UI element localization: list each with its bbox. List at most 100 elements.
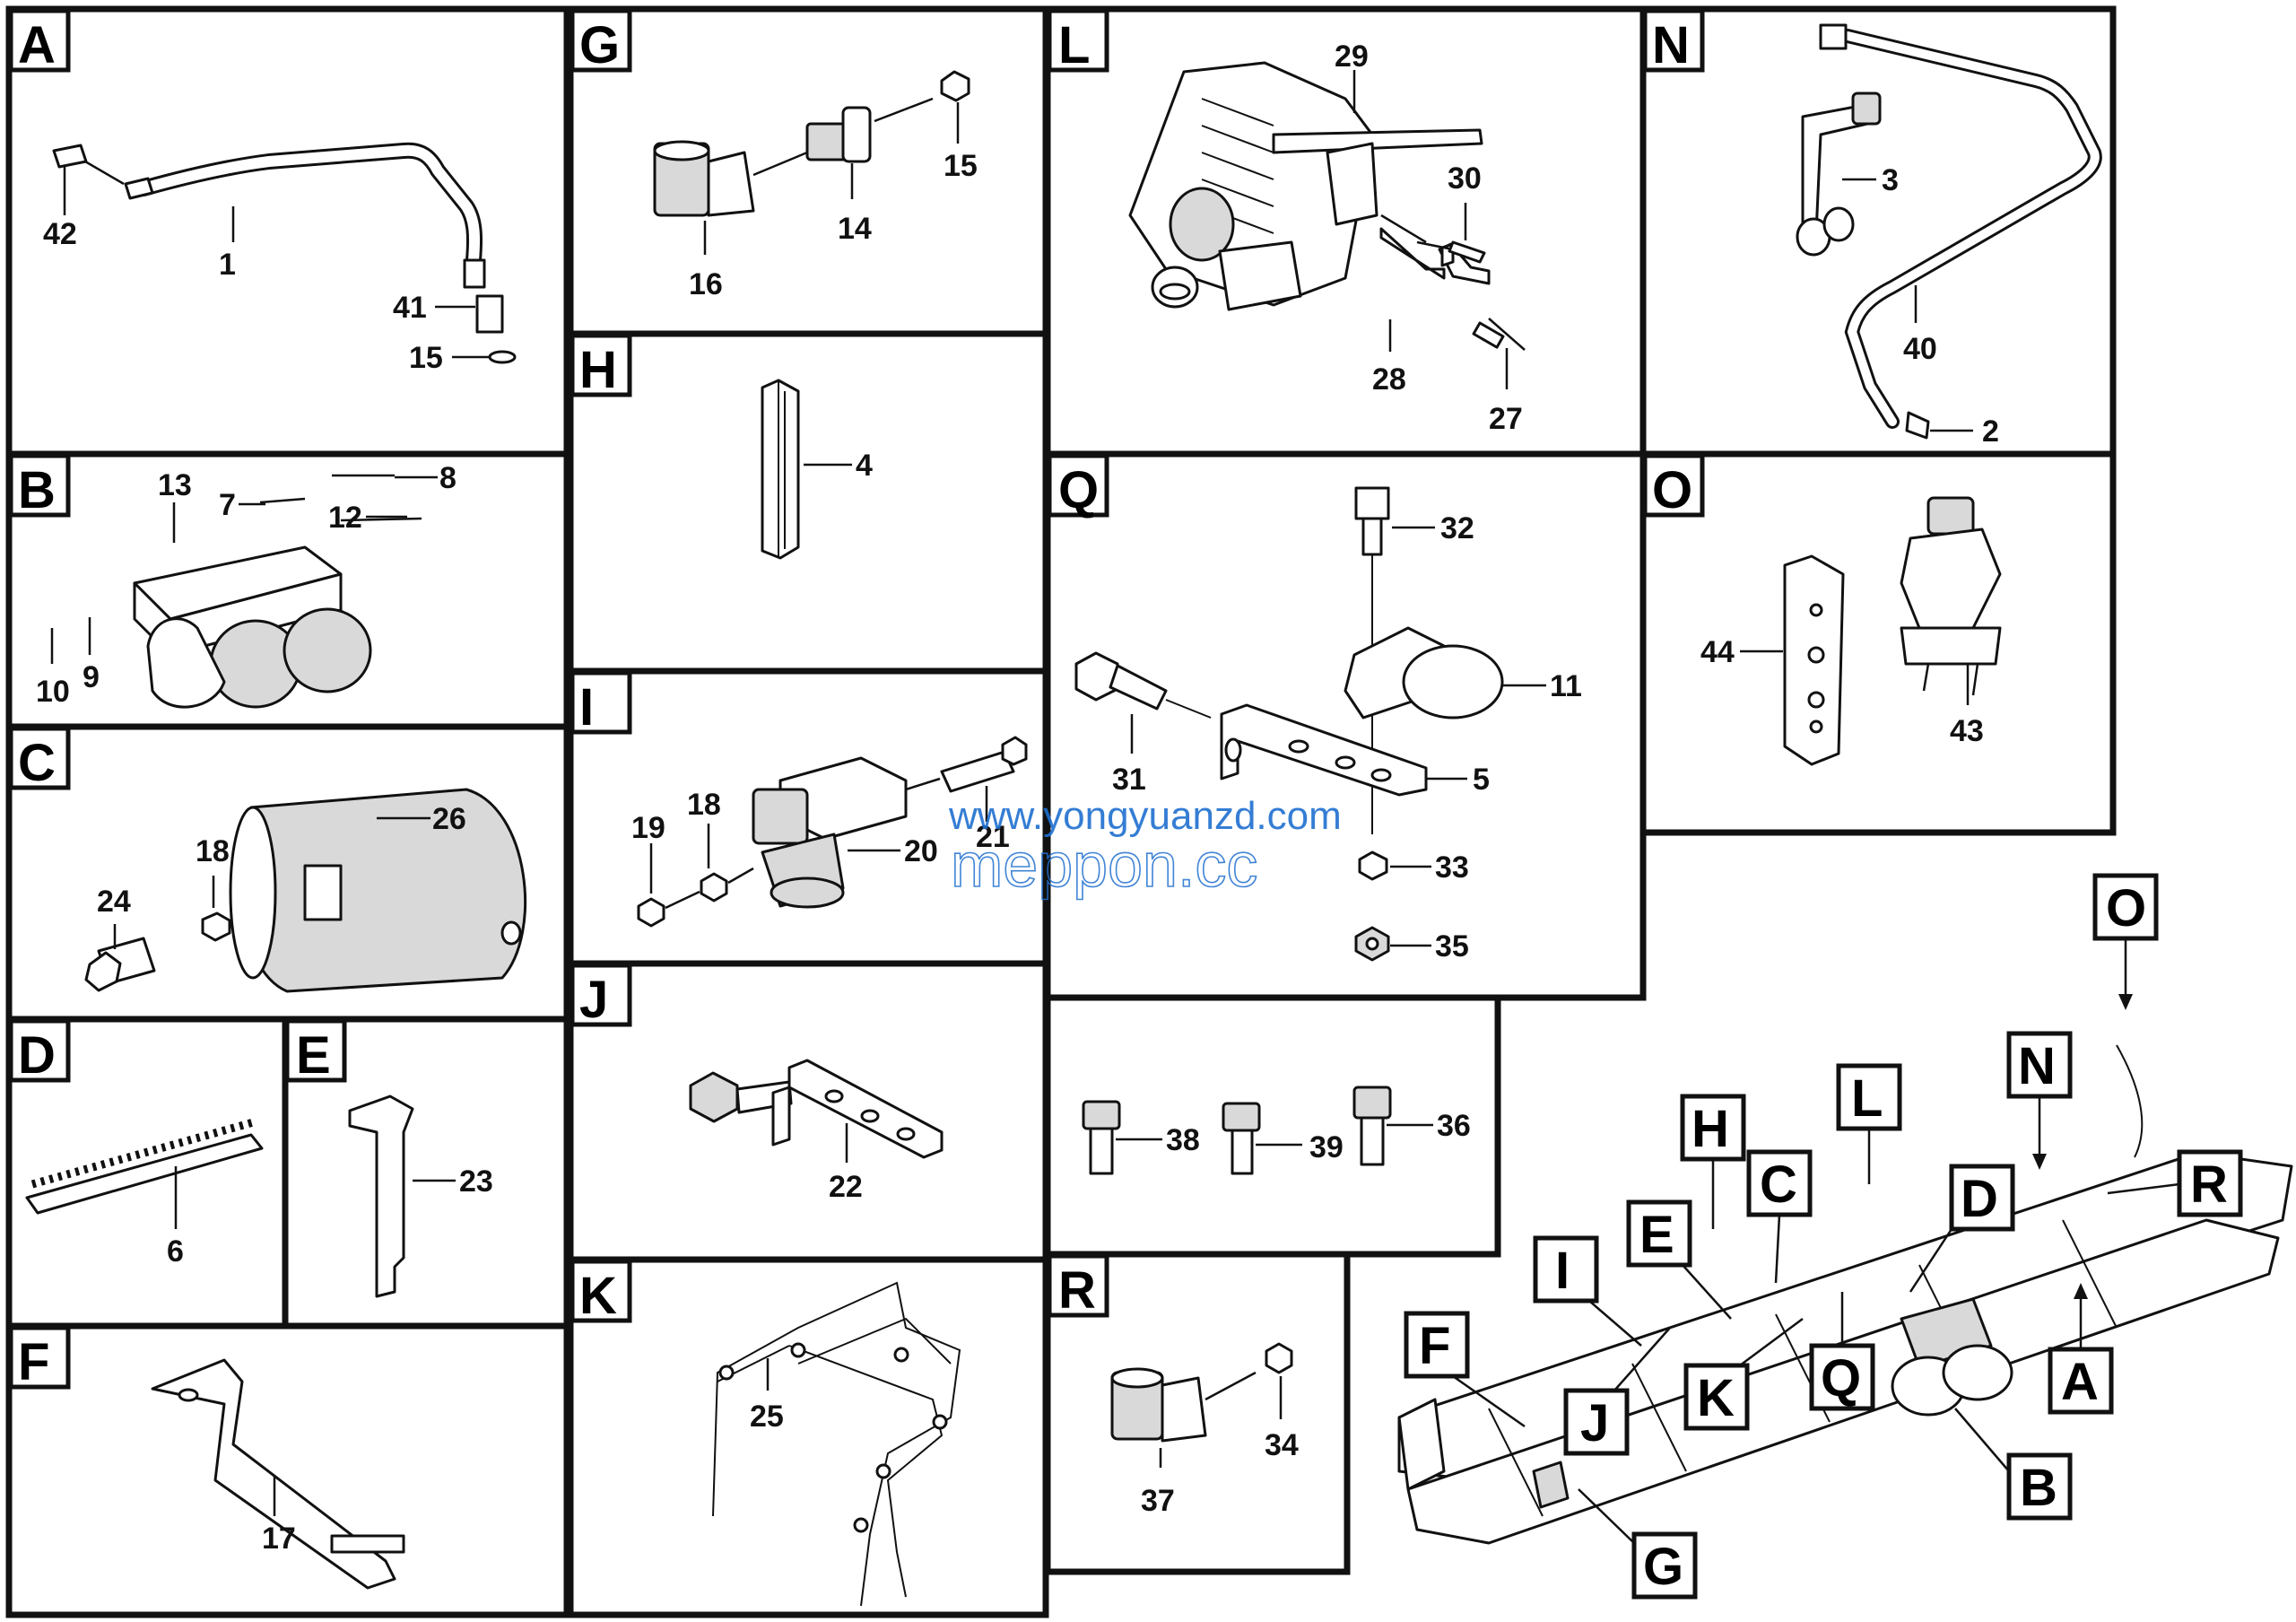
panel-j-label: J (579, 971, 608, 1029)
svg-text:17: 17 (262, 1522, 296, 1556)
callout-42: 42 (43, 167, 77, 251)
callout-41: 41 (393, 291, 475, 325)
panel-c: C 26 18 24 (5, 723, 570, 1023)
callout-15-a: 15 (409, 341, 490, 375)
callout-22: 22 (829, 1123, 863, 1204)
panel-b-label: B (18, 461, 56, 519)
callout-12: 12 (328, 501, 407, 535)
callout-box-r: R (2107, 1149, 2243, 1217)
callout-box-n: N (2006, 1031, 2073, 1170)
brake-pipe-drawing (52, 142, 517, 364)
panel-o-label: O (1652, 461, 1692, 519)
svg-text:32: 32 (1440, 511, 1474, 545)
panel-l: L 29 30 28 (1044, 5, 1647, 458)
svg-text:8: 8 (439, 461, 457, 495)
callout-32: 32 (1392, 511, 1474, 545)
callout-box-q: Q (1809, 1292, 1875, 1411)
callout-25: 25 (750, 1358, 784, 1434)
panel-r-label: R (1058, 1261, 1096, 1320)
panel-g-label: G (579, 16, 620, 74)
callout-14: 14 (838, 163, 872, 246)
svg-text:11: 11 (1550, 669, 1582, 703)
svg-text:6: 6 (167, 1234, 184, 1269)
panel-e: E 23 (282, 1016, 570, 1330)
svg-text:42: 42 (43, 217, 77, 251)
svg-text:25: 25 (750, 1400, 784, 1434)
callout-box-g: G (1578, 1488, 1698, 1600)
panel-c-label: C (18, 734, 56, 792)
callout-31: 31 (1112, 714, 1146, 797)
callout-box-c: C (1746, 1149, 1813, 1284)
svg-text:Q: Q (1821, 1349, 1861, 1408)
callout-27: 27 (1489, 348, 1523, 436)
callout-19: 19 (631, 811, 665, 894)
callout-8: 8 (395, 461, 457, 495)
hose-harness-drawing (712, 1281, 961, 1607)
svg-text:40: 40 (1903, 332, 1937, 366)
callout-2: 2 (1930, 414, 1999, 449)
panel-b: B 13 7 8 12 10 (5, 450, 570, 730)
svg-text:15: 15 (409, 341, 443, 375)
svg-text:G: G (1643, 1538, 1683, 1596)
callout-box-o: O (2092, 873, 2159, 1010)
panel-n-label: N (1652, 16, 1690, 74)
svg-text:37: 37 (1141, 1484, 1175, 1518)
relay-valve-drawing (637, 736, 1028, 928)
callout-11: 11 (1503, 669, 1582, 703)
bolt-39-drawing (1222, 1102, 1261, 1175)
callout-box-h: H (1680, 1094, 1746, 1229)
svg-text:L: L (1851, 1069, 1883, 1128)
callout-39: 39 (1256, 1130, 1344, 1164)
svg-text:39: 39 (1309, 1130, 1344, 1164)
svg-text:18: 18 (196, 834, 230, 868)
panel-o: O 44 43 (1639, 450, 2117, 836)
hand-brake-valve-43-drawing (1900, 496, 2002, 696)
svg-text:C: C (1760, 1155, 1797, 1214)
callout-box-a: A (2048, 1283, 2114, 1415)
panel-r: R 34 37 (1044, 1251, 1351, 1575)
callout-16: 16 (689, 221, 723, 301)
callout-box-e: E (1626, 1199, 1732, 1320)
svg-text:14: 14 (838, 212, 872, 246)
svg-text:R: R (2190, 1155, 2228, 1214)
svg-text:12: 12 (328, 501, 362, 535)
callout-24: 24 (97, 885, 131, 949)
svg-text:1: 1 (219, 248, 236, 282)
callout-18-i: 18 (687, 788, 721, 868)
callout-33: 33 (1390, 850, 1469, 885)
svg-text:21: 21 (976, 820, 1010, 854)
callout-box-j: J (1563, 1327, 1671, 1456)
svg-text:30: 30 (1448, 161, 1482, 196)
panel-h: H 4 (567, 330, 1049, 675)
svg-text:E: E (1639, 1206, 1674, 1264)
svg-text:23: 23 (459, 1164, 493, 1199)
svg-text:N: N (2018, 1037, 2056, 1095)
svg-text:J: J (1580, 1394, 1609, 1452)
air-tank-bracket-drawing (133, 474, 422, 709)
panel-h-label: H (579, 341, 617, 399)
panel-k: K 25 (567, 1256, 1049, 1618)
callout-15-g: 15 (944, 102, 978, 183)
panel-f: F 17 (5, 1322, 570, 1618)
callout-29: 29 (1335, 39, 1369, 113)
watermark-brand: meppon.cc (951, 830, 1257, 900)
mounting-plate-44-drawing (1783, 554, 1845, 766)
pipe-40-clamp-3-drawing (1796, 23, 2102, 440)
svg-text:22: 22 (829, 1170, 863, 1204)
callout-18-c: 18 (196, 834, 230, 908)
svg-text:36: 36 (1437, 1109, 1471, 1143)
callout-43: 43 (1950, 664, 1984, 748)
air-tank-drawing (84, 788, 526, 993)
callout-box-d: D (1909, 1164, 2015, 1293)
callout-3: 3 (1842, 163, 1899, 197)
svg-text:O: O (2106, 879, 2146, 937)
bolt-38-drawing (1082, 1100, 1121, 1175)
callout-44: 44 (1700, 635, 1783, 669)
panel-q: Q 32 11 31 (1044, 450, 1647, 1001)
svg-text:K: K (1697, 1369, 1735, 1427)
svg-text:10: 10 (36, 675, 70, 709)
callout-6: 6 (167, 1166, 184, 1269)
svg-text:28: 28 (1372, 362, 1406, 397)
svg-text:9: 9 (83, 660, 100, 694)
elbow-37-drawing (1110, 1342, 1293, 1443)
